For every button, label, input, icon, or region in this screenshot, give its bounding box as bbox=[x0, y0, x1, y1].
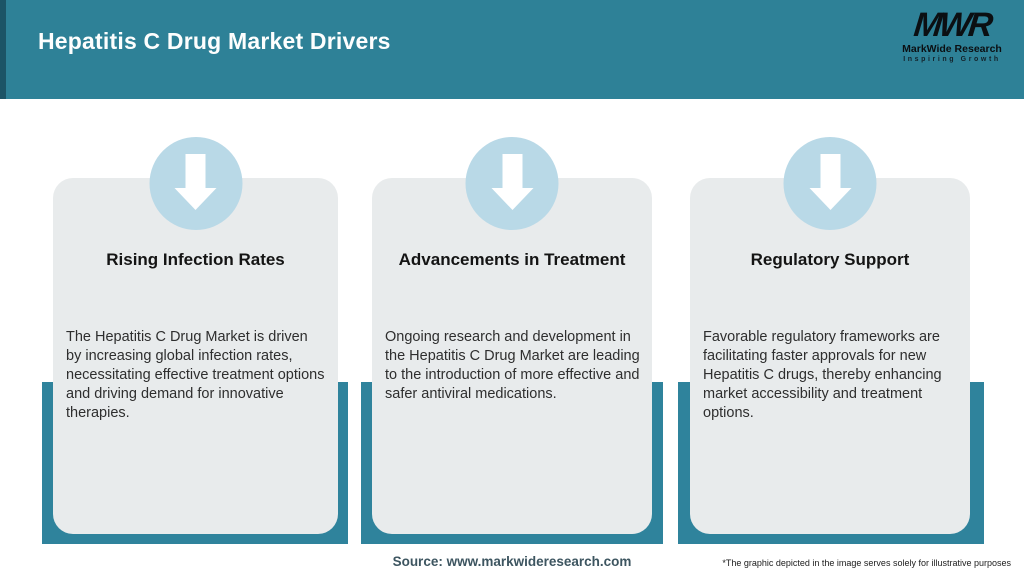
logo-tagline: Inspiring Growth bbox=[903, 56, 1001, 63]
logo-monogram: MWR bbox=[912, 6, 992, 44]
card-title: Advancements in Treatment bbox=[398, 250, 626, 269]
source-attribution: Source: www.markwideresearch.com bbox=[392, 554, 632, 569]
card-body-text: Ongoing research and development in the … bbox=[385, 329, 640, 402]
driver-card-advancements-in-treatment: Advancements in Treatment Ongoing resear… bbox=[372, 137, 652, 534]
driver-card-rising-infection-rates: Rising Infection Rates The Hepatitis C D… bbox=[53, 137, 338, 534]
header-accent-stripe bbox=[0, 0, 6, 99]
logo-company-name: MarkWide Research bbox=[902, 43, 1002, 55]
card-title: Rising Infection Rates bbox=[106, 250, 285, 269]
card-title: Regulatory Support bbox=[750, 250, 910, 269]
driver-card-regulatory-support: Regulatory Support Favorable regulatory … bbox=[690, 137, 970, 534]
card-body-text: The Hepatitis C Drug Market is driven by… bbox=[66, 329, 325, 421]
down-arrow-icon bbox=[783, 137, 877, 230]
disclaimer-note: *The graphic depicted in the image serve… bbox=[722, 558, 1011, 568]
down-arrow-icon bbox=[465, 137, 559, 230]
markwide-research-logo: MWR MarkWide Research Inspiring Growth bbox=[892, 6, 1012, 63]
page-title: Hepatitis C Drug Market Drivers bbox=[38, 27, 391, 54]
card-body-text: Favorable regulatory frameworks are faci… bbox=[703, 329, 942, 421]
header-bar: Hepatitis C Drug Market Drivers MWR Mark… bbox=[0, 0, 1024, 99]
down-arrow-icon bbox=[149, 137, 242, 230]
